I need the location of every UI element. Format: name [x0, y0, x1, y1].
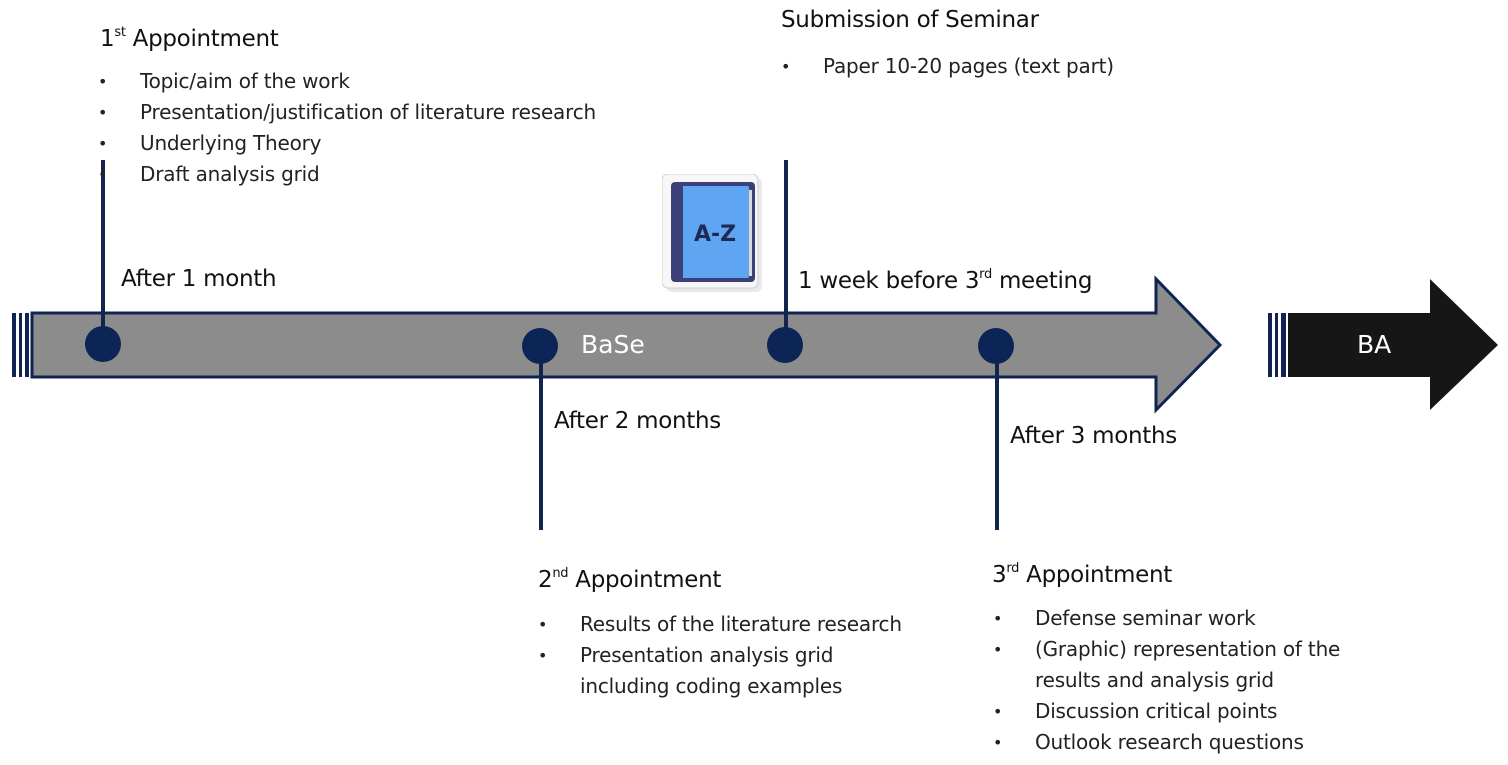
list-item: (Graphic) representation of the results …: [993, 634, 1365, 696]
list-item: Defense seminar work: [993, 603, 1363, 634]
marker-m1: [85, 326, 121, 362]
m1-timing: After 1 month: [121, 266, 277, 292]
list-item: Underlying Theory: [98, 128, 596, 159]
base-arrow-tail-stripe: [19, 313, 22, 377]
list-item: Outlook research questions: [993, 727, 1363, 758]
ba-label: BA: [1357, 330, 1392, 359]
m1-bullet-list: Topic/aim of the work Presentation/justi…: [98, 66, 596, 190]
m2-bullet-list: Results of the literature research Prese…: [538, 609, 902, 702]
book-text: A-Z: [694, 222, 736, 247]
ba-arrow: [1288, 279, 1498, 410]
marker-submission: [767, 327, 803, 363]
ba-arrow-tail-stripe: [1268, 313, 1272, 377]
base-label: BaSe: [581, 330, 645, 359]
list-item: Topic/aim of the work: [98, 66, 596, 97]
m3-bullet-list: Defense seminar work (Graphic) represent…: [993, 603, 1363, 758]
base-arrow-tail-stripe: [12, 313, 16, 377]
dictionary-book-icon: A-Z: [662, 174, 762, 292]
list-item: Discussion critical points: [993, 696, 1363, 727]
list-item: Draft analysis grid: [98, 159, 596, 190]
submission-bullet-list: Paper 10-20 pages (text part): [781, 51, 1114, 82]
list-item: Paper 10-20 pages (text part): [781, 51, 1114, 82]
base-arrow-tail-stripe: [25, 313, 29, 377]
list-item: Presentation analysis grid including cod…: [538, 640, 880, 702]
m3-timing: After 3 months: [1010, 423, 1177, 449]
ba-arrow-tail-stripe: [1275, 313, 1278, 377]
list-item: Presentation/justification of literature…: [98, 97, 596, 128]
marker-m2: [522, 328, 558, 364]
marker-m3: [978, 328, 1014, 364]
submission-heading: Submission of Seminar: [781, 7, 1039, 33]
list-item: Results of the literature research: [538, 609, 902, 640]
m3-heading: 3rd Appointment: [992, 561, 1172, 588]
base-arrow: [30, 275, 1223, 414]
ba-arrow-tail-stripe: [1281, 313, 1286, 377]
submission-timing: 1 week before 3rd meeting: [798, 267, 1093, 294]
m2-heading: 2nd Appointment: [538, 566, 722, 593]
m2-timing: After 2 months: [554, 408, 721, 434]
m1-heading: 1st Appointment: [100, 25, 279, 52]
